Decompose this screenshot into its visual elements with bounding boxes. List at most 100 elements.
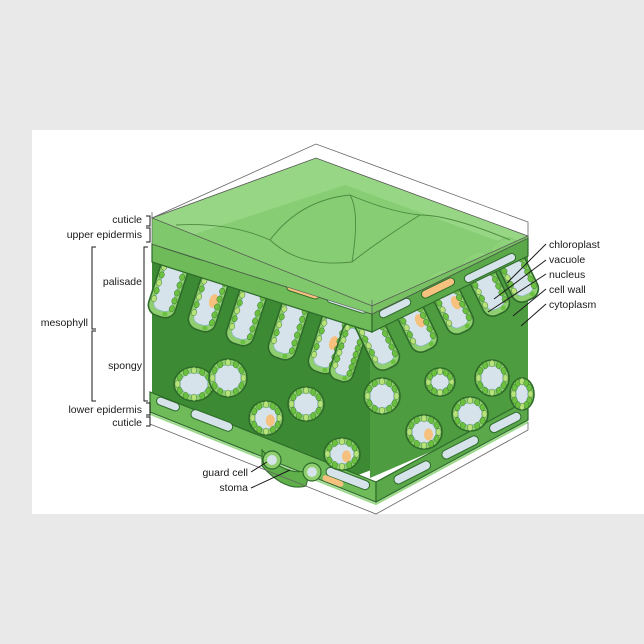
chloroplast [310, 388, 317, 396]
vacuole [515, 383, 529, 405]
chloroplast [379, 406, 385, 415]
label-cell-wall: cell wall [549, 284, 586, 296]
chloroplast [431, 369, 438, 377]
chloroplast [408, 435, 415, 443]
chloroplast [428, 341, 434, 347]
chloroplast [274, 421, 281, 429]
chloroplast [346, 369, 353, 377]
label-lower-epidermis: lower epidermis [68, 404, 142, 416]
chloroplast [271, 337, 277, 344]
spongy-cell [474, 359, 510, 397]
chloroplast [529, 291, 535, 297]
spongy-mesophyll [173, 358, 535, 471]
spongy-cell [323, 437, 361, 471]
chloroplast [196, 293, 203, 301]
palisade-cell [328, 321, 368, 383]
chloroplast [423, 318, 430, 326]
chloroplast [153, 287, 160, 295]
chloroplast [219, 287, 225, 295]
nucleus [424, 428, 433, 441]
chloroplast [359, 329, 366, 336]
chloroplast [294, 331, 300, 339]
chloroplast [168, 305, 175, 313]
chloroplast [428, 440, 435, 448]
spongy-cell [363, 377, 401, 415]
label-mesophyll: mesophyll [41, 317, 88, 329]
chloroplast [315, 407, 322, 415]
chloroplast [527, 390, 534, 398]
chloroplast [467, 423, 473, 432]
chloroplast [326, 444, 333, 452]
vacuole [214, 364, 242, 392]
chloroplast [388, 343, 395, 351]
chloroplast [364, 392, 371, 400]
chloroplast [475, 288, 482, 296]
label-cytoplasm: cytoplasm [549, 299, 597, 311]
chloroplast [322, 367, 328, 373]
chloroplast [211, 366, 218, 374]
chloroplast [429, 332, 436, 339]
label-chloroplast: chloroplast [549, 239, 600, 251]
chloroplast [331, 439, 338, 447]
chloroplast [437, 367, 443, 376]
chloroplast [479, 403, 486, 411]
chloroplast [393, 392, 400, 400]
chloroplast [467, 396, 473, 405]
chloroplast [427, 373, 433, 381]
chloroplast [391, 350, 398, 357]
right-label-lines [487, 243, 547, 327]
chloroplast [232, 360, 239, 369]
vacuole [480, 365, 504, 391]
chloroplast [408, 421, 415, 429]
chloroplast [495, 282, 502, 290]
chloroplast [269, 426, 276, 434]
chloroplast [288, 347, 295, 355]
chloroplast [362, 335, 369, 343]
chloroplast [191, 309, 197, 316]
chloroplast [240, 339, 246, 345]
chloroplast [511, 396, 518, 404]
chloroplast [366, 399, 373, 407]
label-guard-cell: guard cell [202, 467, 248, 479]
chloroplast [459, 398, 466, 406]
chloroplast [406, 428, 413, 436]
chloroplast [239, 291, 246, 299]
chloroplast [176, 281, 183, 289]
label-cuticle-bottom: cuticle [112, 417, 142, 429]
chloroplast [225, 389, 231, 398]
spongy-cell [405, 414, 443, 450]
chloroplast [382, 330, 388, 337]
chloroplast [234, 307, 241, 315]
chloroplast [489, 359, 495, 368]
chloroplast [431, 387, 438, 395]
chloroplast [366, 385, 373, 393]
chloroplast [182, 368, 189, 376]
chloroplast [232, 387, 239, 396]
chloroplast [225, 358, 231, 367]
label-vacuole: vacuole [549, 254, 585, 266]
chloroplast [421, 414, 427, 423]
chloroplast [437, 388, 443, 397]
spongy-cell [287, 386, 325, 422]
chloroplast [316, 335, 323, 343]
chloroplast [351, 444, 358, 452]
left-labels [91, 215, 291, 489]
spongy-cell [248, 400, 284, 436]
chloroplast [182, 392, 189, 400]
chloroplast [290, 407, 297, 415]
chloroplast [273, 329, 280, 337]
chloroplast [193, 301, 200, 309]
nucleus [342, 450, 351, 463]
chloroplast [454, 403, 461, 411]
chloroplast [410, 337, 417, 345]
chloroplast [331, 461, 338, 469]
chloroplast [413, 416, 420, 424]
chloroplast [202, 325, 208, 331]
chloroplast [311, 351, 317, 358]
label-cuticle-top: cuticle [112, 214, 142, 226]
label-stoma: stoma [219, 482, 248, 494]
chloroplast [478, 295, 485, 302]
chloroplast [211, 311, 218, 319]
chloroplast [216, 295, 223, 303]
chloroplast [174, 380, 181, 388]
